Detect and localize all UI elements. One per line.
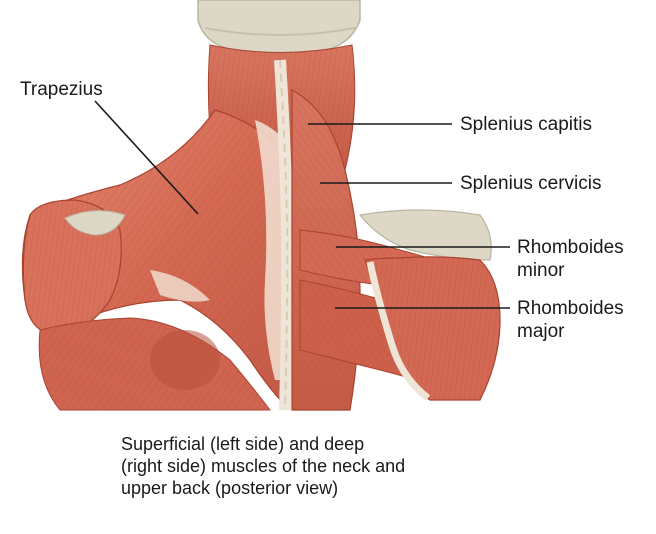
label-rhomboides-minor-line1: Rhomboides (517, 237, 624, 258)
spine (274, 59, 294, 411)
right-scapula (358, 209, 501, 401)
leader-lines (94, 100, 510, 309)
label-splenius-capitis: Splenius capitis (460, 114, 593, 135)
label-rhomboides-minor: Rhomboides minor (517, 236, 624, 282)
caption-line-1: Superficial (left side) and deep (121, 434, 365, 454)
left-shoulder (22, 199, 126, 336)
caption-line-2: (right side) muscles of the neck and (121, 456, 406, 476)
label-rhomboides-major-line1: Rhomboides (517, 298, 624, 319)
skull-base (197, 0, 361, 55)
lower-left-back (38, 317, 272, 411)
caption-line-3: upper back (posterior view) (121, 478, 339, 498)
label-rhomboides-minor-line2: minor (517, 260, 565, 281)
figure-caption: Superficial (left side) and deep (right … (121, 433, 405, 499)
label-trapezius: Trapezius (20, 79, 103, 100)
label-rhomboides-major-line2: major (517, 321, 565, 342)
label-splenius-cervicis: Splenius cervicis (460, 173, 602, 194)
trapezius-muscle (21, 109, 286, 407)
leader-line-trapezius (94, 100, 199, 215)
label-rhomboides-major: Rhomboides major (517, 297, 624, 343)
